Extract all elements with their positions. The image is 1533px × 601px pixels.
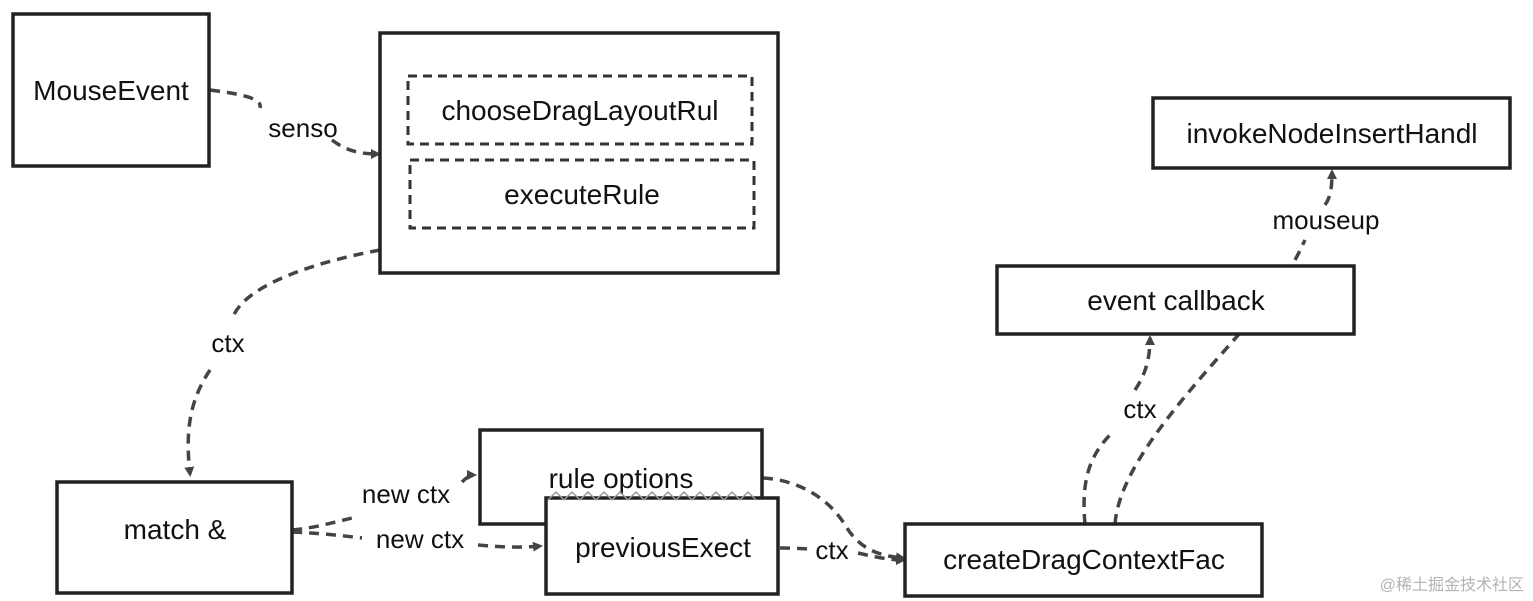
edge-rule-options-to-create (762, 476, 906, 563)
edge-ctx-up (1082, 338, 1150, 525)
node-choose-drag-layout-rule-box (406, 74, 754, 146)
edge-new-ctx-1 (291, 475, 474, 532)
edge-senso (209, 88, 378, 154)
node-match-label: match & (124, 514, 227, 545)
node-create-drag-context-box (903, 522, 1264, 598)
edge-ctx-down (188, 248, 381, 474)
node-execute-rule-label: executeRule (504, 179, 660, 210)
node-event-callback-box (995, 264, 1356, 336)
node-choose-drag-layout-rule-label: chooseDragLayoutRul (441, 95, 718, 126)
node-mouse-event-label: MouseEvent (33, 75, 189, 106)
node-execute-rule-box (408, 158, 756, 230)
node-previous-exect-box (544, 496, 780, 596)
node-previous-exect-label: previousExect (575, 532, 751, 563)
edge-label-mouseup: mouseup (1273, 205, 1380, 235)
edge-label-ctx-right: ctx (815, 535, 848, 565)
edge-ctx-right (779, 546, 903, 560)
node-match-box (55, 480, 294, 595)
node-invoke-node-insert-box (1151, 96, 1512, 170)
overlap-hatch (547, 490, 757, 502)
edge-new-ctx-2 (291, 530, 540, 547)
node-mouse-event-box (11, 12, 211, 168)
node-rule-options-label: rule options (549, 463, 694, 494)
edge-mouseup (1113, 172, 1332, 525)
node-invoke-node-insert-label: invokeNodeInsertHandl (1186, 118, 1477, 149)
node-rule-container-box (378, 31, 780, 275)
watermark-text: @稀土掘金技术社区 (1380, 576, 1524, 594)
edge-label-ctx-up: ctx (1123, 394, 1156, 424)
edge-label-ctx-down: ctx (211, 328, 244, 358)
edge-label-senso: senso (268, 113, 337, 143)
edge-label-new-ctx-1: new ctx (362, 479, 450, 509)
node-create-drag-context-label: createDragContextFac (943, 544, 1225, 575)
edge-label-new-ctx-2: new ctx (376, 524, 464, 554)
node-event-callback-label: event callback (1087, 285, 1265, 316)
